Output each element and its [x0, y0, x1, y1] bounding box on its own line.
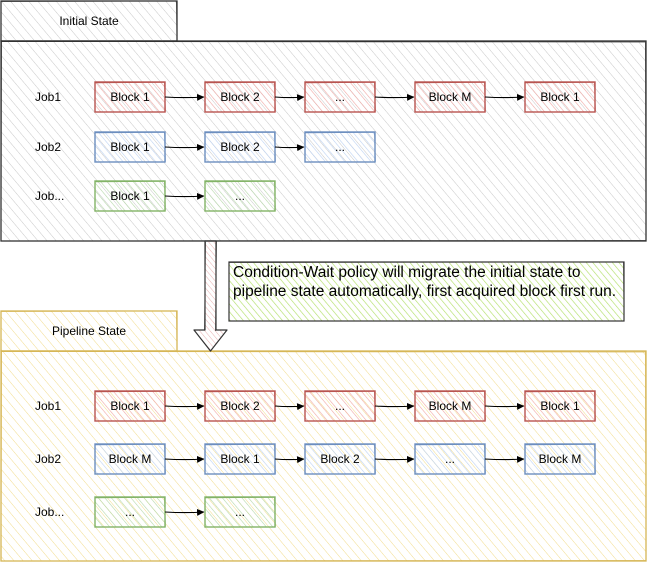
initial-block: Block 1 [94, 180, 166, 212]
pipeline-block: ... [304, 390, 376, 422]
initial-block: Block 1 [94, 131, 166, 163]
pipeline-job-label: Job... [35, 505, 64, 519]
initial-state-title: Initial State [59, 14, 119, 28]
pipeline-block-label: Block M [539, 452, 582, 466]
initial-job-row: Job... Block 1... [35, 180, 276, 212]
pipeline-flow-arrow [274, 456, 305, 464]
initial-block-label: Block M [429, 90, 472, 104]
initial-flow-arrow [484, 93, 525, 101]
pipeline-block-label: Block 2 [320, 452, 360, 466]
pipeline-flow-arrow [484, 455, 525, 463]
pipeline-flow-arrow [374, 402, 415, 410]
pipeline-job-label: Job2 [35, 452, 61, 466]
initial-job-row: Job2 Block 1 Block 2... [35, 131, 376, 163]
note-text: Condition-Wait policy will migrate the i… [233, 264, 617, 300]
initial-block-label: Block 1 [110, 189, 150, 203]
pipeline-block-label: Block 1 [220, 452, 260, 466]
initial-job-label: Job... [35, 189, 64, 203]
pipeline-block-label: ... [235, 505, 245, 519]
pipeline-block-label: Block M [109, 452, 152, 466]
pipeline-flow-arrow [164, 455, 205, 463]
pipeline-block-label: ... [335, 399, 345, 413]
initial-job-label: Job1 [35, 90, 61, 104]
pipeline-block-label: Block 1 [540, 399, 580, 413]
initial-flow-arrow [374, 93, 415, 101]
pipeline-flow-arrow [164, 508, 205, 516]
pipeline-block: ... [94, 496, 166, 528]
pipeline-block-label: ... [125, 505, 135, 519]
pipeline-job-row: Job2 Block M Block 1 Block 2... Block M [35, 443, 596, 475]
pipeline-state-title: Pipeline State [52, 324, 126, 338]
initial-block: Block 1 [524, 81, 596, 113]
initial-block: ... [204, 180, 276, 212]
pipeline-block-label: Block 2 [220, 399, 260, 413]
initial-job-row: Job1 Block 1 Block 2... Block M Block 1 [35, 81, 596, 113]
pipeline-flow-arrow [374, 455, 415, 463]
pipeline-block: ... [204, 496, 276, 528]
initial-block: ... [304, 81, 376, 113]
initial-flow-arrow [164, 192, 205, 200]
note-box [228, 261, 625, 322]
transition-arrow [193, 240, 228, 352]
initial-block-label: Block 2 [220, 140, 260, 154]
initial-block-label: Block 2 [220, 90, 260, 104]
initial-block: Block 1 [94, 81, 166, 113]
initial-block: Block 2 [204, 131, 276, 163]
pipeline-job-label: Job1 [35, 399, 61, 413]
pipeline-block: Block 2 [204, 390, 276, 422]
pipeline-block-label: Block 1 [110, 399, 150, 413]
pipeline-block: Block M [524, 443, 596, 475]
pipeline-block: Block 1 [524, 390, 596, 422]
initial-block-label: Block 1 [110, 140, 150, 154]
pipeline-block: Block M [414, 390, 486, 422]
pipeline-job-row: Job1 Block 1 Block 2... Block M Block 1 [35, 390, 596, 422]
initial-block: Block M [414, 81, 486, 113]
pipeline-block: Block M [94, 443, 166, 475]
pipeline-block-label: ... [445, 452, 455, 466]
initial-block-label: ... [235, 189, 245, 203]
initial-block: Block 2 [204, 81, 276, 113]
initial-flow-arrow [274, 144, 305, 152]
initial-block-label: Block 1 [110, 90, 150, 104]
initial-state-title-box: Initial State [0, 0, 178, 42]
initial-job-label: Job2 [35, 140, 61, 154]
pipeline-state-title-box: Pipeline State [0, 310, 178, 352]
pipeline-block: Block 2 [304, 443, 376, 475]
initial-flow-arrow [164, 93, 205, 101]
initial-flow-arrow [274, 94, 305, 102]
pipeline-block-label: Block M [429, 399, 472, 413]
initial-block: ... [304, 131, 376, 163]
pipeline-flow-arrow [484, 402, 525, 410]
initial-block-label: ... [335, 140, 345, 154]
initial-block-label: ... [335, 90, 345, 104]
pipeline-block: Block 1 [94, 390, 166, 422]
pipeline-block: Block 1 [204, 443, 276, 475]
initial-flow-arrow [164, 143, 205, 151]
pipeline-job-row: Job......... [35, 496, 276, 528]
pipeline-block: ... [414, 443, 486, 475]
pipeline-flow-arrow [164, 402, 205, 410]
pipeline-flow-arrow [274, 403, 305, 411]
initial-block-label: Block 1 [540, 90, 580, 104]
